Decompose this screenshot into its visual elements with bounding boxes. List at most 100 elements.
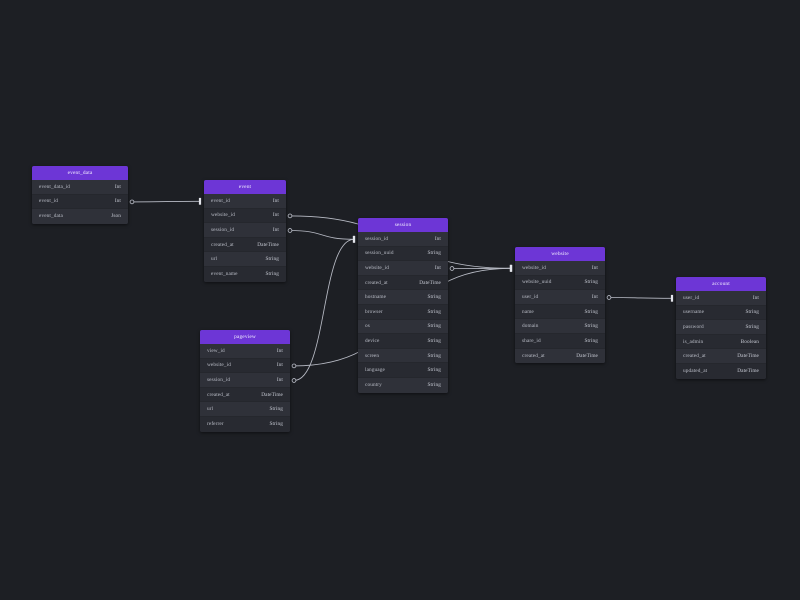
field-name: screen [365,352,380,359]
field-type: String [427,308,441,315]
field-type: String [427,382,441,389]
field-row[interactable]: user_id Int [676,291,766,306]
field-row[interactable]: country String [358,377,448,393]
field-row[interactable]: event_data_id Int [32,180,128,195]
field-type: String [427,323,441,330]
field-type: String [265,271,279,278]
field-row[interactable]: is_admin Boolean [676,334,766,350]
field-type: Int [114,183,121,190]
field-type: Int [434,264,441,271]
field-name: event_data [39,213,63,220]
field-name: website_id [365,264,389,271]
relation-line [608,297,673,299]
field-type: Json [111,213,121,220]
field-type: Int [272,226,279,233]
table-title-event: event [204,180,286,194]
relation-source-marker [129,199,135,205]
field-type: Boolean [740,338,759,345]
field-name: user_id [522,293,539,300]
field-type: Int [752,294,759,301]
field-type: String [427,250,441,257]
relation-line [131,200,201,203]
field-type: String [427,337,441,344]
field-type: String [584,308,598,315]
field-name: user_id [683,294,700,301]
relation-source-marker [606,295,612,300]
field-name: website_id [207,362,231,369]
relation-target-marker [509,264,513,272]
field-type: DateTime [737,368,759,375]
field-row[interactable]: name String [515,304,605,320]
field-name: is_admin [683,338,704,345]
relation-source-marker [287,213,293,219]
field-name: os [365,323,370,330]
field-name: event_data_id [39,183,71,190]
field-name: referrer [207,421,224,428]
relation-line [289,230,355,240]
field-type: DateTime [257,241,279,248]
field-name: share_id [522,337,541,344]
field-row[interactable]: session_id Int [204,223,286,238]
field-row[interactable]: os String [358,319,448,335]
field-name: session_id [365,235,389,242]
field-name: password [683,323,704,330]
field-name: website_uuid [522,279,552,286]
field-name: domain [522,323,539,330]
relation-source-marker [287,228,293,233]
field-name: session_id [211,226,235,233]
relation-target-marker [352,235,356,243]
relation-edge-event_data-event [129,197,202,205]
table-title-event_data: event_data [32,166,128,180]
field-row[interactable]: website_id Int [358,261,448,276]
field-name: view_id [207,347,225,354]
field-type: Int [272,212,279,219]
field-name: country [365,382,382,389]
field-type: DateTime [419,279,441,286]
field-type: DateTime [576,352,598,359]
field-name: created_at [683,353,706,360]
field-name: name [522,308,534,315]
field-row[interactable]: event_data Json [32,209,128,224]
